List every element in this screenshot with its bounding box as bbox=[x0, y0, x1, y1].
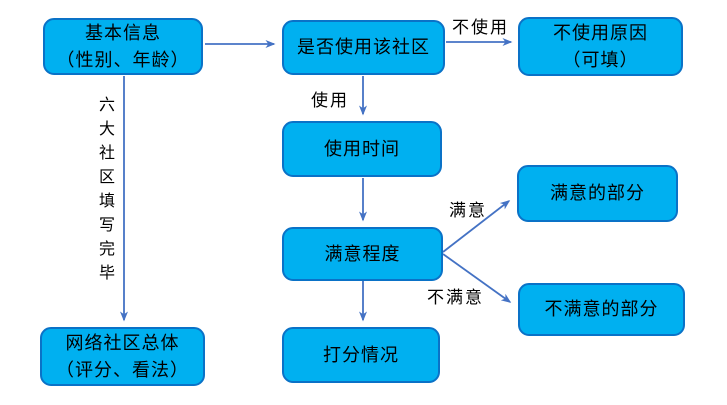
node-usage-time: 使用时间 bbox=[282, 121, 442, 177]
node-scoring: 打分情况 bbox=[282, 327, 440, 383]
node-unsatisfied-part: 不满意的部分 bbox=[518, 283, 685, 336]
edge-label-six-communities-done: 六大社区填写完毕 bbox=[96, 96, 113, 288]
node-use-community: 是否使用该社区 bbox=[282, 20, 445, 75]
node-not-use-reason: 不使用原因 （可填） bbox=[518, 17, 683, 76]
node-basic-info: 基本信息 （性别、年龄） bbox=[43, 18, 203, 75]
node-satisfied-part-label: 满意的部分 bbox=[550, 183, 645, 204]
node-basic-info-line2: （性别、年龄） bbox=[56, 49, 190, 70]
edge-label-satisfied: 满意 bbox=[449, 201, 487, 220]
node-scoring-label: 打分情况 bbox=[323, 344, 399, 365]
node-overall-community-line2: （评分、看法） bbox=[56, 359, 189, 380]
edge-label-use: 使用 bbox=[311, 91, 349, 110]
node-satisfaction-level-label: 满意程度 bbox=[324, 243, 401, 264]
node-not-use-reason-line2: （可填） bbox=[562, 49, 639, 70]
edge-label-unsatisfied: 不满意 bbox=[427, 288, 484, 307]
node-overall-community-line1: 网络社区总体 bbox=[65, 333, 180, 354]
node-satisfied-part: 满意的部分 bbox=[517, 165, 678, 222]
node-satisfaction-level: 满意程度 bbox=[282, 227, 443, 281]
edge-label-not-use: 不使用 bbox=[452, 18, 509, 37]
node-usage-time-label: 使用时间 bbox=[324, 138, 400, 159]
node-overall-community: 网络社区总体 （评分、看法） bbox=[40, 327, 205, 386]
node-use-community-label: 是否使用该社区 bbox=[297, 37, 430, 58]
node-not-use-reason-line1: 不使用原因 bbox=[553, 23, 648, 44]
node-basic-info-line1: 基本信息 bbox=[85, 23, 161, 44]
node-unsatisfied-part-label: 不满意的部分 bbox=[544, 299, 659, 320]
